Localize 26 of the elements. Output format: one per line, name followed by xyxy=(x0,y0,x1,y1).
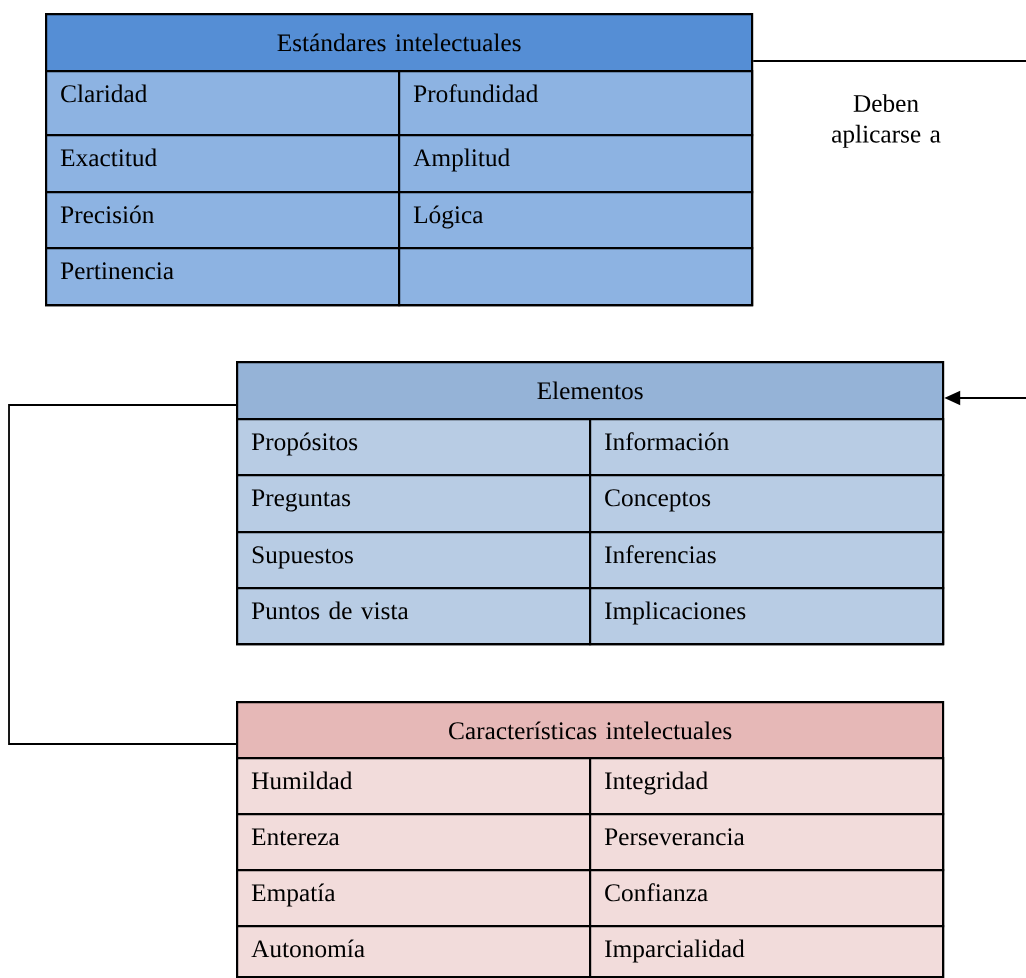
table-cell: Confianza xyxy=(589,869,945,928)
table-cell: Perseverancia xyxy=(589,813,945,872)
table-cell: Información xyxy=(589,418,945,477)
table-cell: Implicaciones xyxy=(589,587,945,646)
table-cell: Entereza xyxy=(236,813,592,872)
table-cell: Integridad xyxy=(589,757,945,816)
table-cell: Pertinencia xyxy=(45,247,401,307)
connector xyxy=(8,404,237,745)
table-cell: Supuestos xyxy=(236,531,592,590)
table-cell: Amplitud xyxy=(398,134,754,194)
table-cell: Preguntas xyxy=(236,474,592,534)
table-cell: Claridad xyxy=(45,70,401,137)
table-cell: Humildad xyxy=(236,757,592,816)
table-cell: Autonomía xyxy=(236,925,592,978)
table-cell: Precisión xyxy=(45,191,401,250)
table-cell: Profundidad xyxy=(398,70,754,137)
table-cell: Empatía xyxy=(236,869,592,928)
connector xyxy=(752,60,1026,406)
table-cell: Propósitos xyxy=(236,418,592,477)
edge-label: Deben aplicarse a xyxy=(832,94,941,148)
table-cell: Exactitud xyxy=(45,134,401,194)
table-cell: Conceptos xyxy=(589,474,945,534)
table-cell: Imparcialidad xyxy=(589,925,945,978)
table-cell: Inferencias xyxy=(589,531,945,590)
table-cell: Puntos de vista xyxy=(236,587,592,646)
table-cell: Lógica xyxy=(398,191,754,250)
